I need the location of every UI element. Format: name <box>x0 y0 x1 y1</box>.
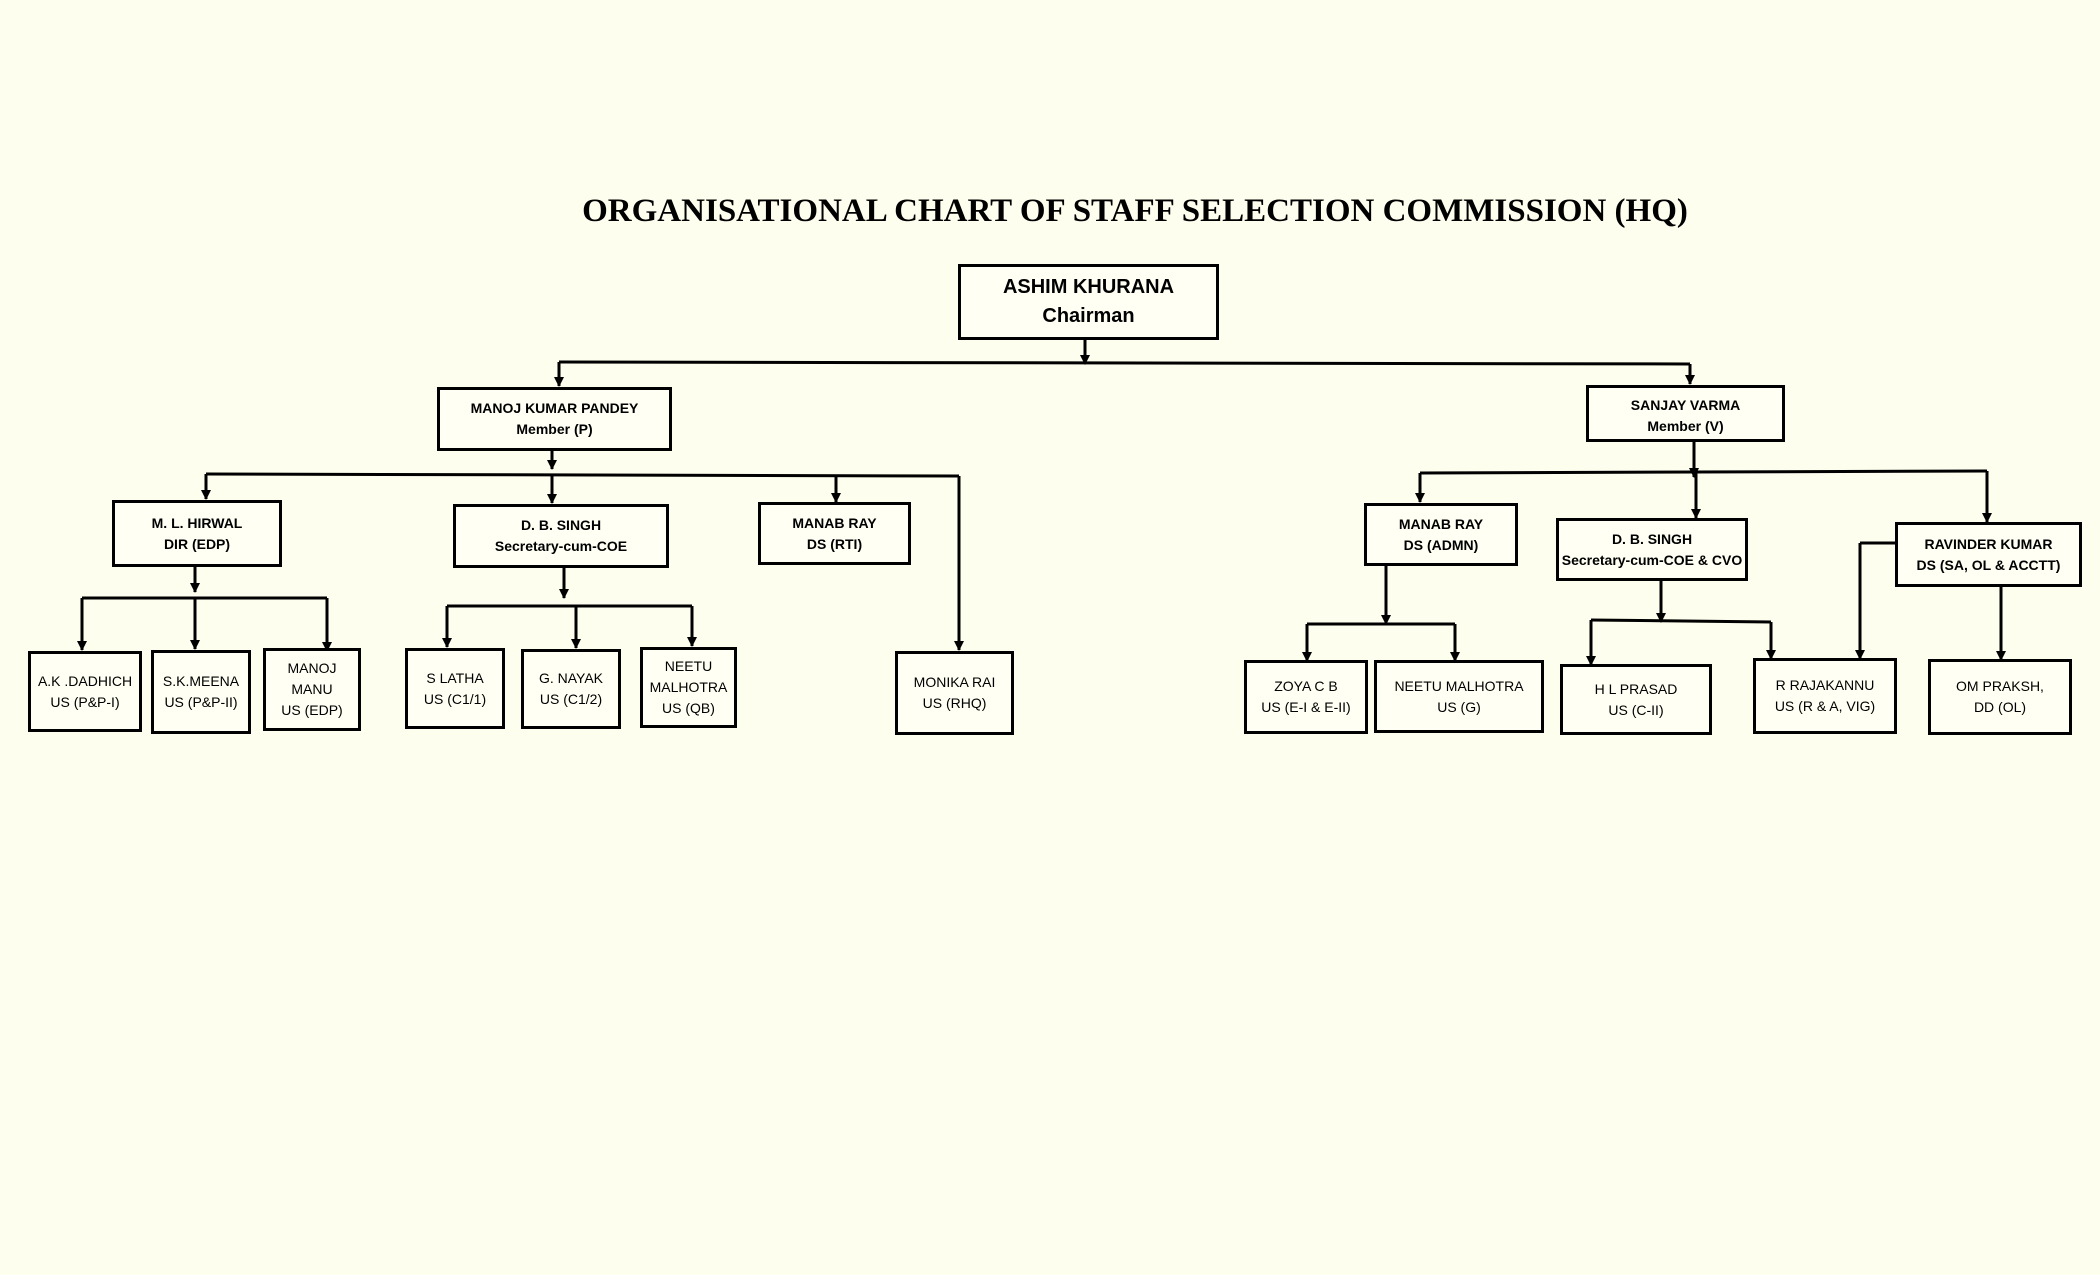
connector-line <box>1590 618 1772 624</box>
org-node-dadhich: A.K .DADHICH US (P&P-I) <box>28 651 142 732</box>
node-name: D. B. SINGH <box>520 517 602 533</box>
node-role: Member (V) <box>1647 418 1724 434</box>
node-role: DIR (EDP) <box>163 535 231 552</box>
node-role: Chairman <box>1042 305 1135 327</box>
node-name: MANAB RAY <box>792 514 877 531</box>
org-node-member-v: SANJAY VARMA Member (V) <box>1586 385 1785 442</box>
node-name: ZOYA C B <box>1274 678 1338 694</box>
org-node-omprakash: OM PRAKSH, DD (OL) <box>1928 659 2072 735</box>
org-node-meena: S.K.MEENA US (P&P-II) <box>151 650 251 734</box>
org-node-chairman: ASHIM KHURANA Chairman <box>958 264 1219 340</box>
org-node-manab-rti: MANAB RAY DS (RTI) <box>758 502 911 565</box>
node-name: MANOJ KUMAR PANDEY <box>470 400 639 416</box>
node-role: DS (RTI) <box>806 535 863 552</box>
org-node-singh-v: D. B. SINGH Secretary-cum-COE & CVO <box>1556 518 1748 581</box>
node-role: US (R & A, VIG) <box>1774 698 1876 714</box>
node-role: US (RHQ) <box>922 695 987 711</box>
node-name: MANOJ MANU <box>287 660 337 697</box>
org-node-latha: S LATHA US (C1/1) <box>405 648 505 729</box>
node-name: RAVINDER KUMAR <box>1924 535 2053 552</box>
node-role: Secretary-cum-COE <box>494 538 628 554</box>
org-node-zoya: ZOYA C B US (E-I & E-II) <box>1244 660 1368 734</box>
node-role: US (QB) <box>662 700 715 716</box>
node-role: DD (OL) <box>1973 699 2027 715</box>
node-name: MONIKA RAI <box>913 674 996 690</box>
org-node-hirwal: M. L. HIRWAL DIR (EDP) <box>112 500 282 567</box>
node-role: US (E-I & E-II) <box>1261 699 1351 715</box>
node-role: US (C1/2) <box>539 691 603 707</box>
node-name: S.K.MEENA <box>162 673 240 689</box>
node-role: US (C1/1) <box>423 690 487 707</box>
node-name: D. B. SINGH <box>1611 530 1693 547</box>
org-node-singh-p: D. B. SINGH Secretary-cum-COE <box>453 504 669 568</box>
node-role: US (C-II) <box>1608 701 1664 718</box>
org-node-ravinder: RAVINDER KUMAR DS (SA, OL & ACCTT) <box>1895 522 2082 587</box>
node-role: Secretary-cum-COE & CVO <box>1561 551 1743 568</box>
connector-line <box>558 360 1691 366</box>
node-role: US (EDP) <box>281 702 343 718</box>
connector-line <box>205 472 960 478</box>
node-role: US (P&P-I) <box>50 693 120 710</box>
org-node-manu: MANOJ MANU US (EDP) <box>263 648 361 731</box>
node-name: NEETU MALHOTRA <box>649 658 728 695</box>
org-node-neetu-g: NEETU MALHOTRA US (G) <box>1374 660 1544 733</box>
node-name: R RAJAKANNU <box>1775 677 1875 693</box>
org-node-neetu-qb: NEETU MALHOTRA US (QB) <box>640 647 737 728</box>
node-name: NEETU MALHOTRA <box>1394 677 1524 694</box>
org-node-manab-admn: MANAB RAY DS (ADMN) <box>1364 503 1518 566</box>
node-role: Member (P) <box>516 421 593 437</box>
org-node-member-p: MANOJ KUMAR PANDEY Member (P) <box>437 387 672 451</box>
node-name: M. L. HIRWAL <box>151 514 243 531</box>
org-node-rajakannu: R RAJAKANNU US (R & A, VIG) <box>1753 658 1897 734</box>
chart-title: ORGANISATIONAL CHART OF STAFF SELECTION … <box>582 193 1688 229</box>
node-role: DS (ADMN) <box>1403 536 1479 553</box>
node-name: SANJAY VARMA <box>1630 397 1741 413</box>
node-name: S LATHA <box>426 669 484 686</box>
node-name: G. NAYAK <box>538 670 604 686</box>
node-name: A.K .DADHICH <box>37 672 133 689</box>
connector-line <box>1419 469 1988 475</box>
node-role: US (P&P-II) <box>164 694 238 710</box>
node-name: ASHIM KHURANA <box>1002 276 1175 298</box>
org-node-monika: MONIKA RAI US (RHQ) <box>895 651 1014 735</box>
node-name: OM PRAKSH, <box>1956 678 2044 694</box>
org-node-nayak: G. NAYAK US (C1/2) <box>521 649 621 729</box>
node-name: MANAB RAY <box>1398 515 1484 532</box>
node-role: DS (SA, OL & ACCTT) <box>1916 556 2061 573</box>
org-node-prasad: H L PRASAD US (C-II) <box>1560 664 1712 735</box>
node-name: H L PRASAD <box>1594 680 1678 697</box>
node-role: US (G) <box>1437 698 1481 715</box>
